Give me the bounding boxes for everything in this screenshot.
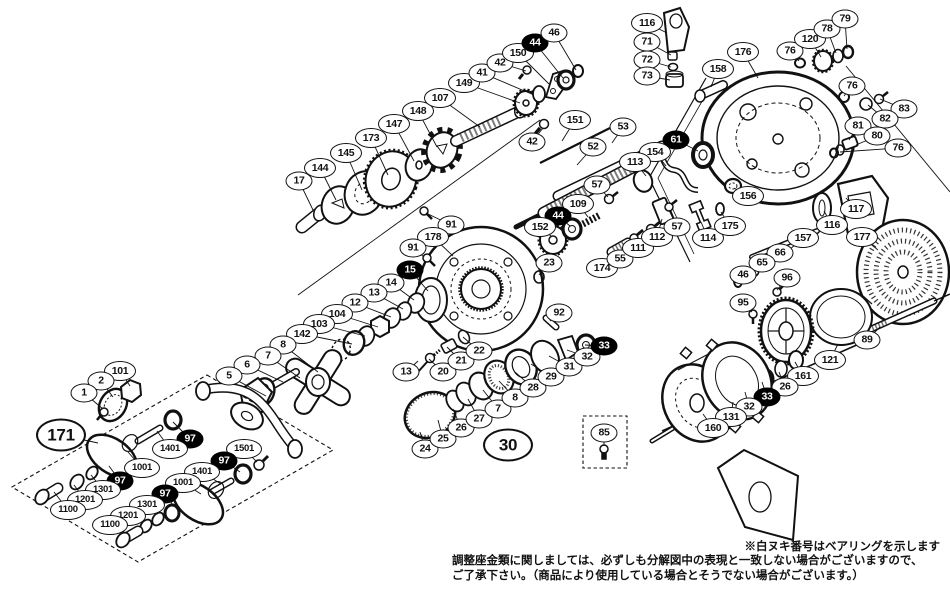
knob-parts [403, 329, 628, 469]
spool-drum [414, 206, 560, 353]
part-callout-1001: 1001 [124, 458, 160, 478]
part-callout-96: 96 [773, 268, 801, 288]
part-callout-95: 95 [729, 293, 757, 313]
part-callout-73: 73 [633, 66, 661, 86]
part-callout-7: 7 [254, 346, 282, 366]
frame-body [700, 44, 889, 206]
part-callout-145: 145 [330, 143, 362, 163]
part-callout-76: 76 [776, 41, 804, 61]
part-callout-109: 109 [562, 194, 594, 214]
part-callout-107: 107 [424, 88, 456, 108]
part-callout-30: 30 [483, 428, 533, 462]
part-callout-158: 158 [702, 59, 734, 79]
gear-train [295, 64, 584, 234]
right-side-assembly [649, 174, 950, 542]
disclaimer-note: 調整座金類に関しましては、必ずしも分解図中の表現と一致しない場合がございますので… [452, 554, 944, 584]
part-callout-156: 156 [732, 186, 764, 206]
part-callout-79: 79 [831, 9, 859, 29]
disclaimer-line-2: ご了承下さい。（商品により使用している場合とそうでない場合がございます。） [452, 570, 864, 582]
part-callout-1100: 1100 [92, 515, 128, 535]
part-callout-13: 13 [392, 362, 420, 382]
handle-assembly [10, 374, 335, 563]
part-callout-85: 85 [590, 423, 618, 443]
part-callout-1100: 1100 [50, 500, 86, 520]
part-callout-65: 65 [748, 253, 776, 273]
part-callout-28: 28 [519, 378, 547, 398]
part-callout-25: 25 [429, 429, 457, 449]
part-callout-121: 121 [814, 350, 846, 370]
part-callout-61: 61 [662, 130, 690, 150]
part-callout-80: 80 [863, 126, 891, 146]
part-callout-178: 178 [417, 227, 449, 247]
part-callout-173: 173 [355, 128, 387, 148]
part-callout-76: 76 [884, 138, 912, 158]
part-callout-52: 52 [579, 137, 607, 157]
part-callout-113: 113 [619, 152, 651, 172]
bearing-legend-note: ※白ヌキ番号はベアリングを示します [744, 541, 941, 553]
part-callout-160: 160 [697, 418, 729, 438]
part-callout-114: 114 [692, 228, 724, 248]
part-callout-116: 116 [631, 13, 663, 33]
part-callout-147: 147 [378, 114, 410, 134]
part-callout-83: 83 [890, 99, 918, 119]
part-callout-92: 92 [545, 303, 573, 323]
part-callout-171: 171 [36, 418, 86, 452]
part-callout-53: 53 [609, 117, 637, 137]
part-callout-91: 91 [399, 238, 427, 258]
disclaimer-line-1: 調整座金類に関しましては、必ずしも分解図中の表現と一致しない場合がございますので… [452, 555, 923, 567]
part-callout-20: 20 [429, 362, 457, 382]
part-callout-42: 42 [518, 132, 546, 152]
part-callout-76: 76 [838, 76, 866, 96]
part-callout-175: 175 [714, 216, 746, 236]
part-callout-144: 144 [304, 158, 336, 178]
part-callout-117: 117 [840, 199, 872, 219]
part-callout-177: 177 [846, 227, 878, 247]
part-callout-2: 2 [87, 371, 115, 391]
part-callout-151: 151 [559, 110, 591, 130]
part-callout-33: 33 [590, 336, 618, 356]
kick-lever-parts [662, 6, 691, 88]
part-callout-1501: 1501 [226, 439, 262, 459]
part-callout-89: 89 [853, 330, 881, 350]
part-callout-116: 116 [816, 215, 848, 235]
part-callout-71: 71 [633, 32, 661, 52]
part-callout-46: 46 [729, 265, 757, 285]
part-callout-13: 13 [360, 283, 388, 303]
part-callout-5: 5 [215, 366, 243, 386]
part-callout-157: 157 [787, 228, 819, 248]
part-callout-17: 17 [285, 171, 313, 191]
part-callout-176: 176 [727, 42, 759, 62]
part-callout-46: 46 [540, 23, 568, 43]
part-callout-1: 1 [70, 383, 98, 403]
part-callout-152: 152 [524, 217, 556, 237]
part-callout-1401: 1401 [152, 439, 188, 459]
part-callout-57: 57 [663, 217, 691, 237]
part-callout-23: 23 [535, 253, 563, 273]
part-callout-22: 22 [465, 341, 493, 361]
part-callout-15: 15 [396, 260, 424, 280]
part-callout-148: 148 [402, 101, 434, 121]
part-callout-57: 57 [583, 175, 611, 195]
